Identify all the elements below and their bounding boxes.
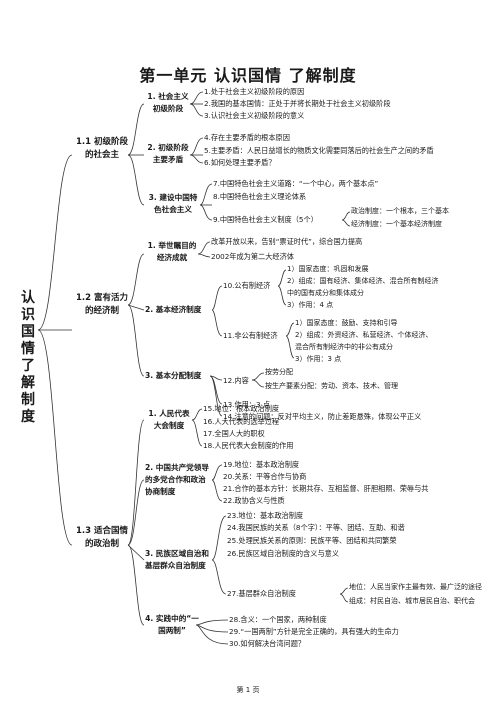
item: 17.全国人大的职权 — [203, 429, 265, 438]
group-1-2-1: 1. 举世瞩目的经济成就 — [147, 241, 197, 262]
sub-item: 2）组成：外资经济、私营经济、个体经济、 — [295, 331, 433, 339]
sub-item: 2）组成：国有经济、集体经济、混合所有制经济 — [287, 277, 439, 285]
root-node: 认识国情了解制度 — [21, 290, 35, 425]
sub-item: 3）作用：3 点 — [295, 355, 342, 363]
item: 改革开放以来，告别“票证时代”，综合国力提高 — [211, 237, 363, 246]
sub-item: 1）国家态度：鼓励、支持和引导 — [295, 319, 398, 327]
item: 23.地位：基本政治制度 — [227, 511, 304, 520]
item: 21.合作的基本方针：长期共存、互相监督、肝胆相照、荣辱与共 — [223, 484, 429, 493]
item: 7.中国特色社会主义道路：“一个中心，两个基本点” — [213, 179, 379, 188]
item: 24.我国民族的关系（8个字）：平等、团结、互助、和谐 — [227, 523, 405, 532]
item: 28.含义：一个国家，两种制度 — [229, 615, 327, 624]
item: 30.如何解决台湾问题？ — [229, 639, 306, 648]
sub-item: 按劳分配 — [265, 368, 293, 376]
sub-item: 组成：村民自治、城市居民自治、职代会 — [349, 597, 475, 605]
item: 16.人大代表的选举过程 — [203, 417, 280, 426]
item: 1.处于社会主义初级阶段的原因 — [204, 87, 305, 96]
sub-item: 政治制度：一个根本，三个基本 — [351, 207, 449, 215]
item: 20.关系：平等合作与协商 — [223, 472, 307, 481]
item: 3.认识社会主义初级阶段的意义 — [204, 111, 305, 120]
item: 11.非公有制经济 — [223, 331, 278, 340]
page-number: 第 1 页 — [236, 686, 260, 694]
item: 2.我国的基本国情：正处于并将长期处于社会主义初级阶段 — [204, 99, 391, 108]
item: 26.民族区域自治制度的含义与意义 — [227, 549, 340, 558]
group-1-3-1: 1. 人民代表大会制度 — [148, 409, 190, 430]
item: 14.注意的问题：反对平均主义，防止差距悬殊，体现公平正义 — [223, 412, 422, 421]
section-1-2: 1.2 富有活力的经济制 — [75, 293, 129, 316]
group-1-3-4: 4. 实践中的“一国两制” — [145, 614, 199, 635]
item: 9.中国特色社会主义制度（5个） — [213, 215, 318, 224]
sub-item: 地位：人民当家作主最有效、最广泛的途径 — [349, 583, 482, 591]
item: 29.“一国两制”方针是完全正确的，具有强大的生命力 — [229, 627, 399, 636]
section-1-1: 1.1 初级阶段的社会主 — [75, 137, 129, 160]
sub-item: 经济制度：一个基本经济制度 — [351, 220, 442, 228]
item: 25.处理民族关系的原则：民族平等、团结和共同繁荣 — [227, 536, 397, 545]
group-1-2-3: 3. 基本分配制度 — [145, 371, 202, 380]
group-1-3-3: 3. 民族区域自治和基层群众自治制度 — [145, 549, 209, 570]
sub-item: 1）国家态度：巩固和发展 — [287, 265, 369, 273]
group-1-1-1: 1. 社会主义初级阶段 — [147, 92, 189, 113]
page-title: 第一单元 认识国情 了解制度 — [139, 66, 357, 85]
sub-item: 中的国有成分和集体成分 — [287, 289, 364, 297]
item: 6.如何处理主要矛盾？ — [204, 158, 276, 167]
sub-item: 3）作用：4 点 — [287, 301, 334, 309]
group-1-1-2: 2. 初级阶段主要矛盾 — [147, 143, 189, 164]
item: 2002年成为第二大经济体 — [211, 252, 294, 261]
item: 4.存在主要矛盾的根本原因 — [204, 133, 290, 142]
sub-item: 按生产要素分配：劳动、资本、技术、管理 — [265, 382, 398, 390]
group-1-2-2: 2. 基本经济制度 — [145, 305, 202, 314]
item: 27.基层群众自治制度 — [227, 589, 296, 598]
item: 5.主要矛盾：人民日益增长的物质文化需要同落后的社会生产之间的矛盾 — [204, 146, 434, 155]
item: 10.公有制经济 — [223, 281, 271, 290]
group-1-3-2: 2. 中国共产党领导的多党合作和政治协商制度 — [145, 463, 209, 496]
item: 22.政协含义与性质 — [223, 496, 285, 505]
group-1-1-3: 3. 建设中国特色社会主义 — [148, 193, 198, 214]
item: 18.人民代表大会制度的作用 — [203, 441, 294, 450]
item: 13.作用：3 点 — [223, 400, 271, 409]
sub-item: 混合所有制经济中的非公有成分 — [295, 343, 393, 351]
item: 15.地位：根本政治制度 — [203, 404, 280, 413]
item: 12.内容 — [223, 376, 249, 385]
section-1-3: 1.3 适合国情的政治制 — [75, 526, 129, 549]
item: 8.中国特色社会主义理论体系 — [213, 192, 307, 201]
item: 19.地位：基本政治制度 — [223, 460, 300, 469]
